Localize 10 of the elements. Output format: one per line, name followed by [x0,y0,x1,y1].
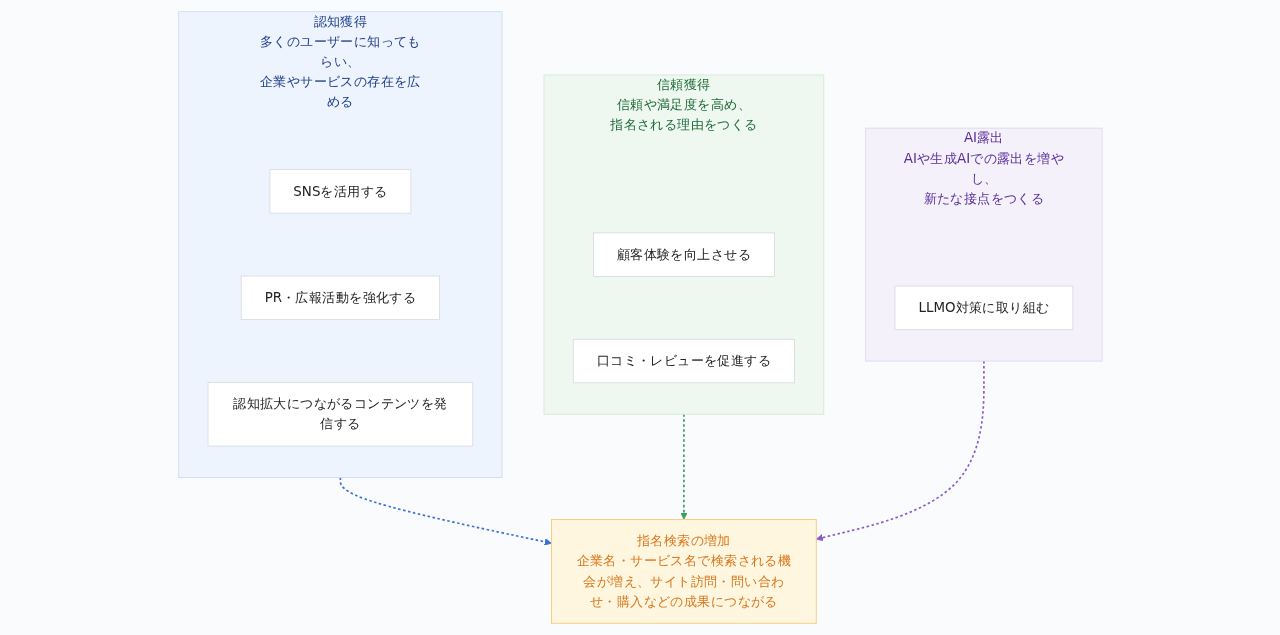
arrow [679,413,688,520]
arrow [339,476,552,546]
arrow [815,360,985,542]
node-box: PR・広報活動を強化する [240,275,440,320]
node-box: 顧客体験を向上させる [592,232,775,277]
node-box: 指名検索の増加 企業名・サービス名で検索される機会が増え、サイト訪問・問い合わせ・購入などの成果につながる [550,519,817,624]
node-box: 認知拡大につながるコンテンツを発信する [207,382,473,447]
node-box: SNSを活用する [269,169,411,214]
node-box: 口コミ・レビューを促進する [572,338,795,384]
node-box: LLMO対策に取り組む [894,285,1073,331]
